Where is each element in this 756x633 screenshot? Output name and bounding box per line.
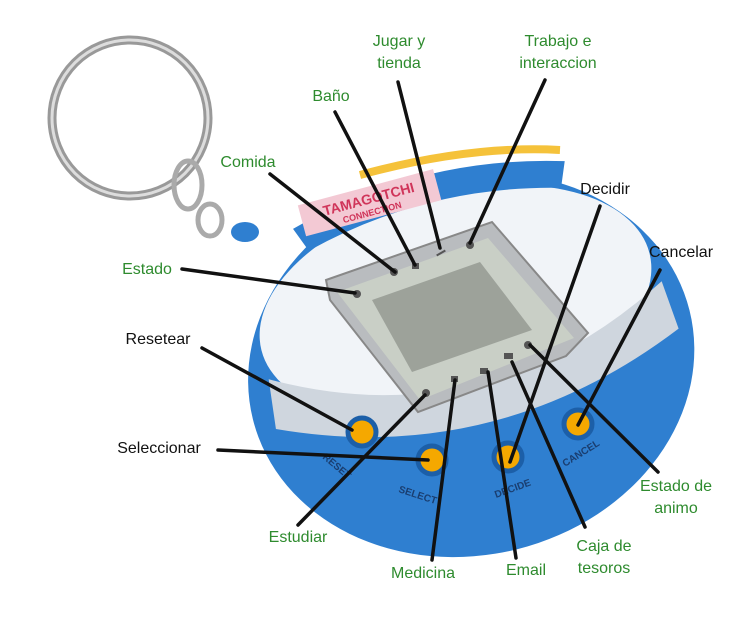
label-decidir: Decidir	[580, 181, 630, 198]
label-jugar-y-tienda: Jugar y tienda	[372, 33, 426, 72]
label-estado-de-animo: Estado de animo	[639, 478, 713, 517]
label-trabajo-e-interaccion: Trabajo e interaccion	[519, 33, 597, 72]
label-caja-de-tesoros: Caja de tesoros	[576, 538, 632, 577]
label-estado: Estado	[122, 261, 172, 278]
label-estudiar: Estudiar	[268, 529, 328, 546]
label-email: Email	[505, 562, 547, 579]
label-resetear: Resetear	[125, 331, 191, 348]
label-medicina: Medicina	[390, 565, 456, 582]
lcd-pixel-grid	[372, 262, 532, 372]
label-seleccionar: Seleccionar	[117, 440, 201, 457]
label-cancelar: Cancelar	[648, 244, 714, 261]
reset-button[interactable]	[345, 415, 379, 449]
keyring-icon	[47, 35, 259, 242]
leader-lines	[180, 78, 662, 562]
label-bano: Baño	[312, 88, 350, 105]
label-comida: Comida	[220, 154, 276, 171]
